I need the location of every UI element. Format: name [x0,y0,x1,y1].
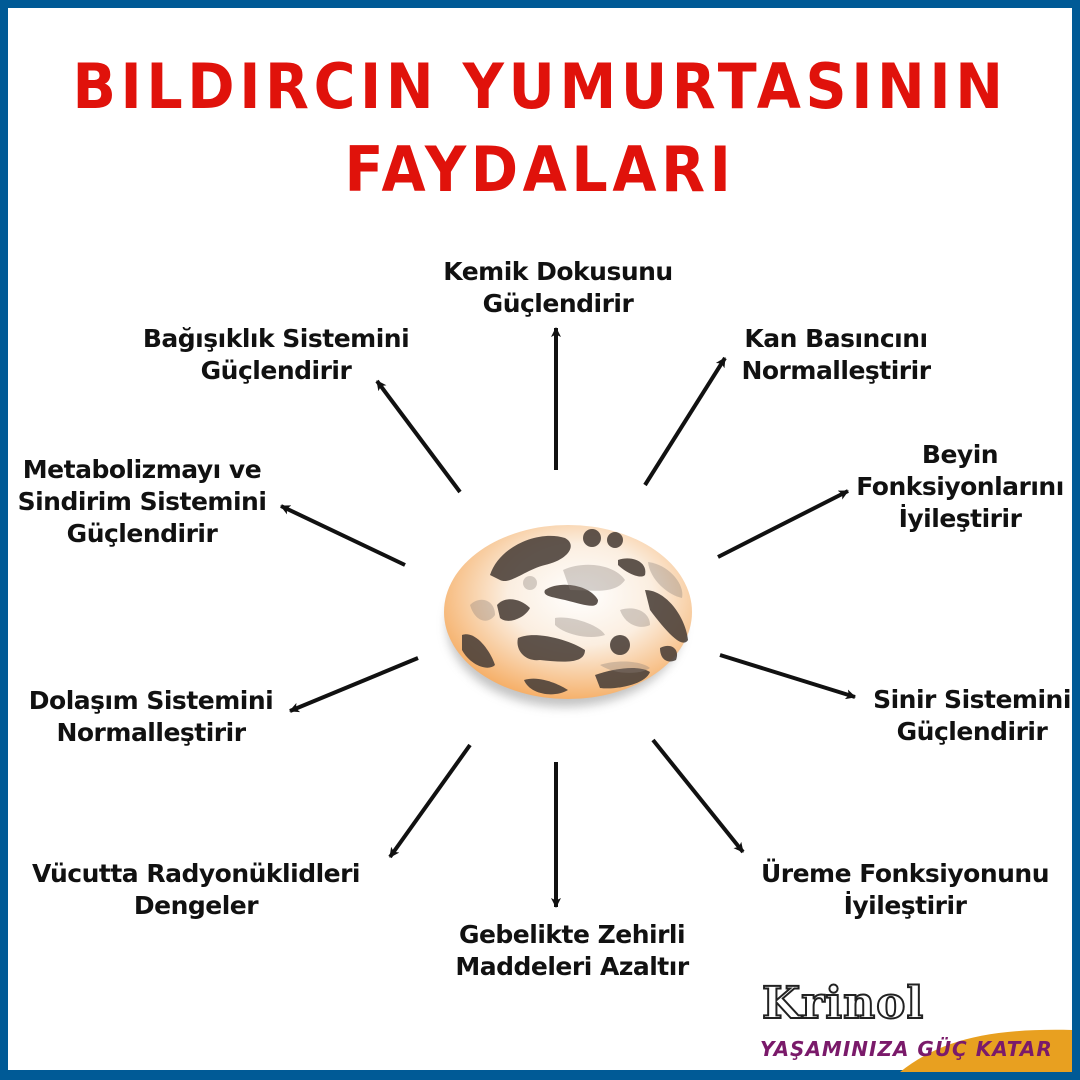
benefit-metabolizma-line1: Metabolizmayı ve [22,455,262,484]
benefit-ureme-line1: Üreme Fonksiyonunu [760,859,1050,888]
benefit-radyo-line2: Dengeler [133,891,259,920]
benefit-beyin-line3: İyileştirir [898,504,1022,533]
logo-tagline: YAŞAMINIZA GÜÇ KATAR [760,1037,1053,1061]
arrow-metabolizma [280,504,406,567]
benefit-kan: Kan Basıncını Normalleştirir [741,323,931,387]
arrow-dolasim [289,656,419,713]
benefit-gebelik: Gebelikte Zehirli Maddeleri Azaltır [455,919,689,983]
benefit-bagisiklik: Bağışıklık Sistemini Güçlendirir [142,323,410,387]
title-line-1: BILDIRCIN YUMURTASININ [72,50,1008,123]
benefit-metabolizma-line2: Sindirim Sistemini [17,487,267,516]
benefit-beyin: Beyin Fonksiyonlarını İyileştirir [856,439,1064,535]
benefit-metabolizma: Metabolizmayı ve Sindirim Sistemini Güçl… [18,454,267,550]
benefit-kemik: Kemik Dokusunu Güçlendirir [443,256,673,320]
benefit-kemik-line1: Kemik Dokusunu [443,257,673,286]
benefit-bagisiklik-line2: Güçlendirir [200,356,352,385]
benefit-sinir-line2: Güçlendirir [896,717,1048,746]
benefit-dolasim: Dolaşım Sistemini Normalleştirir [28,685,274,749]
benefit-dolasim-line2: Normalleştirir [56,718,246,747]
arrow-ureme [651,738,745,854]
benefit-bagisiklik-line1: Bağışıklık Sistemini [142,324,410,353]
benefit-ureme: Üreme Fonksiyonunu İyileştirir [760,858,1050,922]
arrow-sinir [719,653,856,700]
benefit-ureme-line2: İyileştirir [843,891,967,920]
benefit-radyo-line1: Vücutta Radyonüklidleri [31,859,361,888]
arrow-bagisiklik [375,379,462,494]
benefit-gebelik-line1: Gebelikte Zehirli [458,920,686,949]
benefit-kan-line1: Kan Basıncını [744,324,928,353]
benefit-dolasim-line1: Dolaşım Sistemini [28,686,274,715]
arrow-beyin [717,489,849,559]
benefit-kan-line2: Normalleştirir [741,356,931,385]
benefit-sinir: Sinir Sistemini Güçlendirir [873,684,1071,748]
logo-brand: Krinol [761,977,925,1030]
benefit-sinir-line1: Sinir Sistemini [873,685,1071,714]
benefit-beyin-line1: Beyin [921,440,999,469]
benefit-gebelik-line2: Maddeleri Azaltır [455,952,689,981]
title-line-2: FAYDALARI [344,133,736,206]
arrow-radyo [388,743,472,859]
benefit-kemik-line2: Güçlendirir [482,289,634,318]
benefit-radyo: Vücutta Radyonüklidleri Dengeler [31,858,361,922]
benefit-beyin-line2: Fonksiyonlarını [856,472,1064,501]
arrow-kan [643,356,727,487]
benefit-metabolizma-line3: Güçlendirir [66,519,218,548]
